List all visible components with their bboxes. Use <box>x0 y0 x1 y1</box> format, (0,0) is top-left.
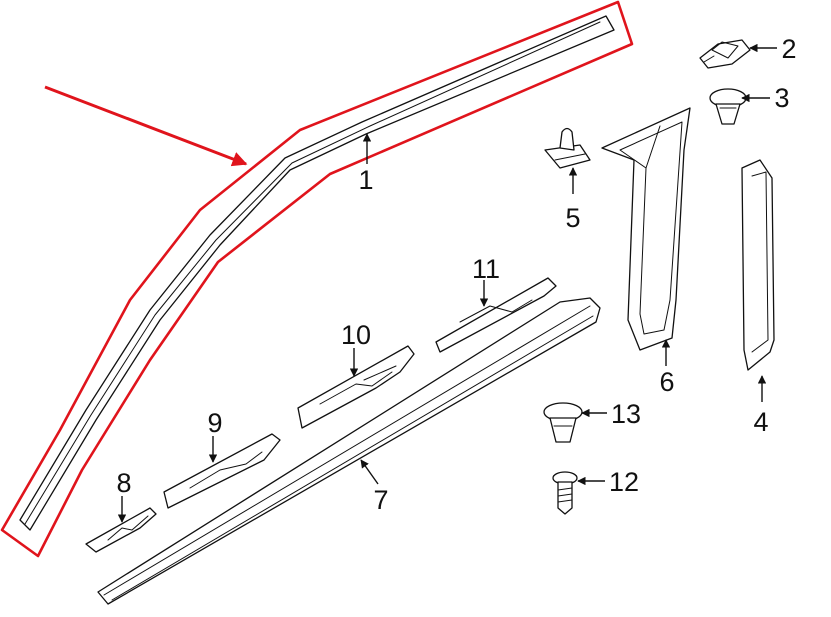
callout-13: 13 <box>611 399 641 429</box>
callout-11: 11 <box>472 254 500 284</box>
callout-8: 8 <box>116 468 131 498</box>
part-1-highlight-outline <box>0 0 634 558</box>
highlight-pointer-arrow <box>44 85 248 167</box>
callout-1: 1 <box>358 165 373 195</box>
part-13-push-clip <box>543 402 583 443</box>
part-7-rocker-molding <box>97 297 601 605</box>
leader-7 <box>360 459 379 485</box>
part-11-bracket <box>435 277 557 353</box>
callout-4: 4 <box>753 407 768 437</box>
part-12-screw <box>552 471 578 515</box>
part-4-pillar-applique <box>741 159 775 371</box>
callout-2: 2 <box>781 34 796 64</box>
part-3-push-clip <box>709 88 747 125</box>
part-2-clip <box>699 39 751 69</box>
callout-6: 6 <box>659 367 674 397</box>
part-1-roof-molding <box>19 15 615 531</box>
part-9-bracket <box>163 433 281 509</box>
part-6-b-pillar-trim <box>601 107 691 351</box>
callout-12: 12 <box>609 467 639 497</box>
callout-3: 3 <box>774 83 789 113</box>
callout-5: 5 <box>565 203 580 233</box>
part-8-small-bracket <box>85 507 157 553</box>
part-5-stud-clip <box>544 127 591 169</box>
callout-10: 10 <box>341 320 371 350</box>
part-10-bracket <box>297 345 415 429</box>
callout-9: 9 <box>207 408 222 438</box>
callout-7: 7 <box>373 485 388 515</box>
